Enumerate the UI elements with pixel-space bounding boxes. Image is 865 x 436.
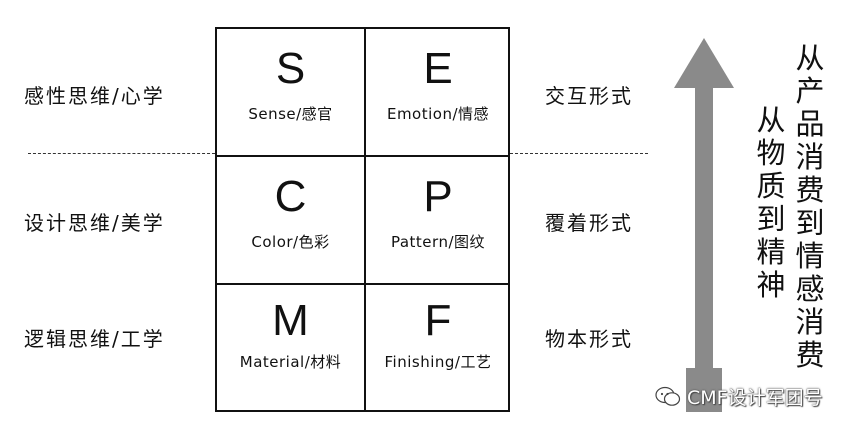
grid-horizontal-line-2 <box>217 283 508 285</box>
arrow-base <box>686 368 722 412</box>
grid-vertical-line <box>364 29 366 410</box>
cell-letter: E <box>423 44 453 93</box>
scpmef-grid: S Sense/感官 E Emotion/情感 C Color/色彩 P Pat… <box>215 27 510 412</box>
dashed-divider-right <box>510 153 648 154</box>
up-arrow-shaft <box>695 72 713 372</box>
cell-letter: M <box>272 296 309 345</box>
up-arrow-icon <box>674 38 734 88</box>
left-label-perceptual: 感性思维/心学 <box>24 84 165 108</box>
grid-cell-pattern: P Pattern/图纹 <box>366 157 510 283</box>
watermark: CMF设计军团号 <box>655 383 823 410</box>
grid-horizontal-line-1 <box>217 155 508 157</box>
cell-caption: Finishing/工艺 <box>384 353 492 371</box>
cell-caption: Color/色彩 <box>251 233 330 251</box>
left-label-logic: 逻辑思维/工学 <box>24 327 165 351</box>
cell-letter: F <box>424 296 452 345</box>
grid-cell-material: M Material/材料 <box>217 285 364 410</box>
grid-cell-sense: S Sense/感官 <box>217 29 364 155</box>
grid-cell-color: C Color/色彩 <box>217 157 364 283</box>
right-label-interaction: 交互形式 <box>545 84 633 108</box>
grid-cell-finishing: F Finishing/工艺 <box>366 285 510 410</box>
right-label-physical: 物本形式 <box>545 327 633 351</box>
cell-caption: Pattern/图纹 <box>390 233 486 251</box>
cell-caption: Sense/感官 <box>248 105 333 123</box>
wechat-icon <box>655 386 681 406</box>
cell-letter: C <box>274 172 307 221</box>
grid-cell-emotion: E Emotion/情感 <box>366 29 510 155</box>
cell-letter: S <box>275 44 306 93</box>
vertical-text-product-to-emotion: 从产品消费到情感消费 <box>795 41 825 372</box>
cell-caption: Material/材料 <box>239 353 342 371</box>
watermark-text: CMF设计军团号 <box>687 387 823 409</box>
cell-letter: P <box>423 172 453 221</box>
left-label-design: 设计思维/美学 <box>24 211 165 235</box>
cell-caption: Emotion/情感 <box>386 105 490 123</box>
dashed-divider-left <box>28 153 215 154</box>
right-label-covering: 覆着形式 <box>545 211 633 235</box>
vertical-text-matter-to-spirit: 从物质到精神 <box>756 103 786 302</box>
